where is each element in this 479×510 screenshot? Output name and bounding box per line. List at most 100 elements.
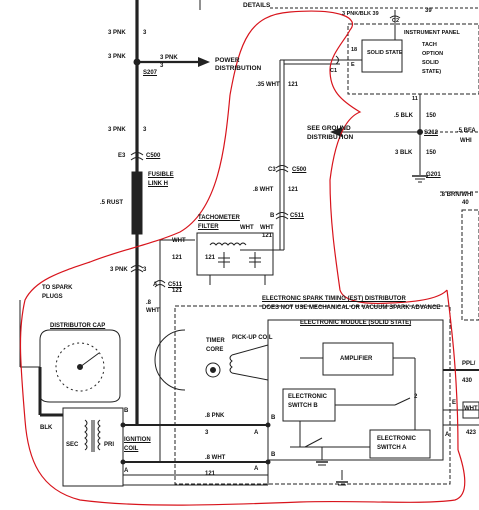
tach-option-label: OPTION xyxy=(422,51,444,57)
filter-wht2-label: WHT xyxy=(240,225,254,231)
power-dist-label-1: POWER xyxy=(215,57,240,64)
blk-3-label: 3 BLK xyxy=(395,150,413,156)
pnk-blk-label: 3 PNK/BLK 39 xyxy=(342,11,379,17)
pnk-connector-bot xyxy=(130,269,144,273)
bottom-b1-label: B xyxy=(271,415,276,421)
c500-right-label: C500 xyxy=(292,167,307,173)
tachometer-label: TACHOMETER xyxy=(198,215,240,221)
coil-pin-a-label: A xyxy=(124,468,129,474)
instrument-panel-label: INSTRUMENT PANEL xyxy=(404,30,460,36)
red-outline-bottom xyxy=(19,94,466,506)
pin-2-label: 2 xyxy=(414,394,418,400)
ignition-coil-box xyxy=(62,407,124,487)
tach-solid-state-box xyxy=(361,39,403,73)
module-terminal-a xyxy=(265,459,271,465)
switch-b-label-2: SWITCH B xyxy=(288,403,318,409)
c511-left-label: C511 xyxy=(168,282,183,288)
power-wire-num: 3 xyxy=(160,63,164,69)
bottom-a1-label: A xyxy=(254,430,259,436)
whi-label: WHI xyxy=(460,138,472,144)
c511-left-connector-top xyxy=(154,280,166,284)
distributor-cap-outline xyxy=(39,329,121,403)
pickup-wire-1 xyxy=(231,344,269,356)
tach-module-outline xyxy=(347,23,479,95)
splice-s207 xyxy=(133,58,141,66)
blk-5-label: .5 BLK xyxy=(394,113,414,119)
bottom-b2-label: B xyxy=(271,452,276,458)
filter-coil-icon xyxy=(209,242,247,246)
num-40-label: 40 xyxy=(462,200,469,206)
see-ground-label: SEE GROUND xyxy=(307,125,351,132)
est-note: DOES NOT USE MECHANICAL OR VACUUM SPARK … xyxy=(262,305,441,311)
amplifier-label: AMPLIFIER xyxy=(340,356,373,362)
g201-label: G201 xyxy=(426,172,441,178)
lower-121-label: 121 xyxy=(172,288,183,294)
s207-label: S207 xyxy=(143,70,158,76)
terminal-b-dot xyxy=(120,422,126,428)
brn-label: .8 BRN/WHI xyxy=(440,192,473,198)
est-title: ELECTRONIC SPARK TIMING (EST) DISTRIBUTO… xyxy=(262,296,406,302)
num-430-label: 430 xyxy=(462,378,473,384)
main-wire-2-label: 3 PNK xyxy=(108,54,126,60)
pin-e-label: E xyxy=(351,62,355,68)
c511-right-label: C511 xyxy=(290,213,305,219)
ground-distribution-label: DISTRIBUTION xyxy=(307,134,354,141)
to-spark-label: TO SPARK xyxy=(42,285,73,291)
coil-blk-label: BLK xyxy=(40,425,53,431)
filter-label: FILTER xyxy=(198,224,219,230)
c500-connector-bot xyxy=(130,157,144,161)
left-wht-label: WHT xyxy=(172,238,186,244)
bottom-a2-label: A xyxy=(254,466,259,472)
c1-connector xyxy=(335,55,339,65)
rust-wire-label: .5 RUST xyxy=(100,200,124,206)
wht-8-label: .8 WHT xyxy=(253,187,274,193)
filter-wht-label: WHT xyxy=(260,225,274,231)
bottom-wht-num: 121 xyxy=(205,471,216,477)
pickup-coil-label: PICK-UP COIL xyxy=(232,335,273,341)
fusible-link xyxy=(131,171,143,235)
pin-11-label: 11 xyxy=(412,96,418,102)
c2-connector xyxy=(389,15,401,19)
main-wire-3-label: 3 PNK xyxy=(108,127,126,133)
c500-label: C500 xyxy=(146,153,161,159)
power-wire-label: 3 PNK xyxy=(160,55,178,61)
right-a-label: A xyxy=(445,432,450,438)
c3-connector-top xyxy=(275,165,289,169)
right-module-outline xyxy=(461,209,479,321)
lower-pnk-num: 3 xyxy=(143,267,147,273)
fusible-label-1: FUSIBLE xyxy=(148,172,174,178)
switch-a-contact xyxy=(304,437,323,448)
coil-pri-label: PRI xyxy=(104,442,115,448)
c2-label: C2 xyxy=(392,18,400,24)
pin-18-label: 18 xyxy=(351,47,358,53)
amplifier-box xyxy=(322,342,394,376)
switch-b-label-1: ELECTRONIC xyxy=(288,394,327,400)
tach-solid-state-label: SOLID STATE xyxy=(367,50,403,56)
pnk-connector-top xyxy=(130,265,144,269)
switch-a-label-2: SWITCH A xyxy=(377,445,407,451)
distributor-rotor-circle xyxy=(55,342,105,392)
s212-label: S212 xyxy=(424,130,439,136)
wht-8-num: 121 xyxy=(288,187,299,193)
bottom-pnk-label: .8 PNK xyxy=(205,413,225,419)
tach-solid-label: SOLID xyxy=(422,60,439,66)
distributor-cap-label: DISTRIBUTOR CAP xyxy=(50,323,106,329)
c511-connector-bot xyxy=(275,216,289,220)
main-wire-1-num: 3 xyxy=(143,30,147,36)
tach-state-label: STATE) xyxy=(422,69,442,75)
c500-e3-label: E3 xyxy=(118,153,126,159)
pickup-coil-icon xyxy=(229,354,233,374)
switch-a-label-1: ELECTRONIC xyxy=(377,436,416,442)
main-wire-1-label: 3 PNK xyxy=(108,30,126,36)
power-arrow-icon xyxy=(198,57,210,67)
switch-contact xyxy=(394,397,411,406)
switch-a-box xyxy=(369,429,431,459)
ignition-label-2: COIL xyxy=(124,446,139,452)
tach-filter-box xyxy=(196,232,274,276)
red-annotation xyxy=(19,10,466,506)
c500-connector-top xyxy=(130,152,144,156)
main-wire-3-num: 3 xyxy=(143,127,147,133)
left-wht-num: 121 xyxy=(172,255,183,261)
